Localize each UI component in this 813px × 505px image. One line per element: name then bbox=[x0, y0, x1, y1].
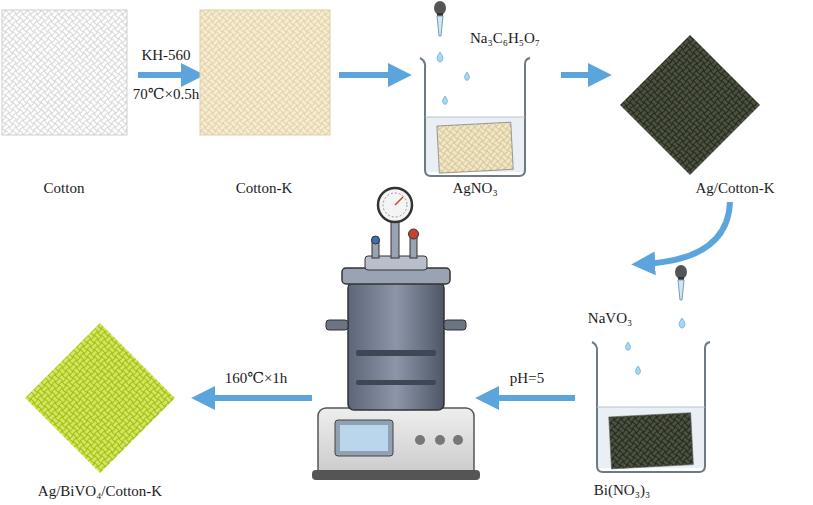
process-stage: Ag/BiVO₄/Cotton-K bbox=[20, 318, 200, 505]
process-arrow bbox=[138, 72, 194, 78]
stage-illustration bbox=[20, 318, 200, 505]
process-stage: Ag/Cotton-K bbox=[605, 0, 785, 200]
process-stage: Na₃C₆H₅O₇ AgNO₃ bbox=[405, 0, 555, 200]
reagent-label: KH-560 bbox=[141, 47, 190, 64]
stage-label: Ag/BiVO₄/Cotton-K bbox=[38, 483, 162, 500]
process-arrow bbox=[202, 395, 312, 401]
process-stage: Cotton bbox=[2, 0, 132, 200]
condition-label: 160℃×1h bbox=[225, 370, 288, 387]
process-stage: Cotton-K bbox=[198, 0, 333, 200]
process-arrow bbox=[561, 72, 601, 78]
stage-illustration bbox=[2, 0, 132, 200]
stage-label: Cotton-K bbox=[236, 180, 293, 197]
process-arrow bbox=[339, 72, 401, 78]
condition-label: 70℃×0.5h bbox=[133, 86, 200, 103]
process-stage: NaVO₃ Bi(NO₃)₃ bbox=[580, 262, 720, 505]
stage-label: NaVO₃ bbox=[588, 310, 632, 327]
stage-illustration bbox=[198, 0, 333, 200]
stage-label: Cotton bbox=[44, 180, 85, 197]
stage-illustration bbox=[605, 0, 785, 200]
condition-label: pH=5 bbox=[510, 370, 544, 387]
stage-label: Bi(NO₃)₃ bbox=[594, 482, 650, 499]
process-arrow bbox=[642, 202, 730, 264]
process-arrow bbox=[486, 395, 575, 401]
stage-label: Na₃C₆H₅O₇ bbox=[470, 30, 540, 47]
autoclave bbox=[312, 188, 480, 480]
stage-label: Ag/Cotton-K bbox=[695, 180, 774, 197]
stage-illustration bbox=[580, 262, 720, 505]
stage-label: AgNO₃ bbox=[452, 180, 497, 197]
